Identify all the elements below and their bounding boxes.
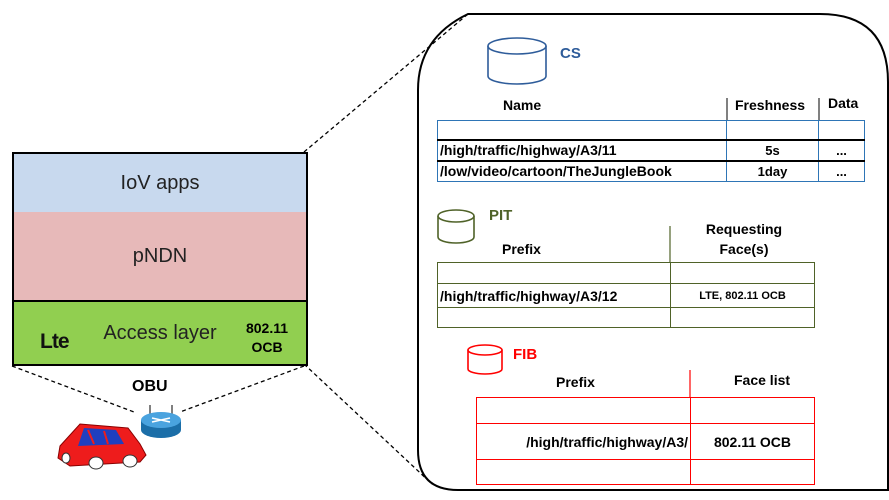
table-cell: /high/traffic/highway/A3/ (476, 423, 691, 460)
table-row: /high/traffic/highway/A3/11 5s ... (437, 138, 865, 161)
table-cell (437, 307, 671, 328)
database-icon (437, 209, 475, 244)
cs-table: /high/traffic/highway/A3/11 5s ... /low/… (437, 120, 865, 182)
table-row (437, 307, 815, 328)
table-cell: 1day (726, 159, 819, 182)
cs-header-freshness: Freshness (735, 97, 806, 113)
table-cell: /low/video/cartoon/TheJungleBook (437, 159, 727, 182)
pndn-layer: pNDN (12, 212, 308, 302)
database-icon (487, 37, 547, 85)
pit-header-faces: Requesting Face(s) (705, 221, 783, 257)
table-cell: 802.11 OCB (690, 423, 815, 460)
iov-apps-label: IoV apps (120, 171, 200, 194)
fib-header-prefix: Prefix (556, 374, 595, 390)
access-layer: Access layer (12, 302, 308, 366)
fib-table: /high/traffic/highway/A3/ 802.11 OCB (476, 397, 815, 485)
table-cell (437, 262, 671, 284)
fib-title: FIB (513, 346, 538, 363)
table-cell (476, 397, 691, 424)
ocb-label-line2: OCB (251, 339, 283, 355)
fib-header-face-list: Face list (734, 372, 791, 388)
pit-title: PIT (489, 207, 513, 224)
table-cell (690, 459, 815, 485)
table-cell: ... (818, 138, 865, 161)
node-container (417, 13, 889, 491)
car-icon (57, 423, 147, 470)
table-cell: /high/traffic/highway/A3/11 (437, 138, 727, 161)
access-layer-label: Access layer (103, 321, 217, 344)
table-row (437, 262, 815, 284)
table-row: /high/traffic/highway/A3/ 802.11 OCB (476, 423, 815, 460)
table-cell (670, 262, 815, 284)
iov-apps-layer: IoV apps (12, 152, 308, 214)
pndn-label: pNDN (132, 244, 188, 267)
zoom-line-bottom (303, 363, 433, 485)
table-cell: 5s (726, 138, 819, 161)
table-cell (818, 120, 865, 140)
table-cell (690, 397, 815, 424)
table-cell (437, 120, 727, 140)
ocb-label-line1: 802.11 (245, 320, 289, 336)
table-row (437, 120, 865, 140)
table-row: /low/video/cartoon/TheJungleBook 1day ..… (437, 159, 865, 182)
table-row (476, 397, 815, 424)
pit-header-prefix: Prefix (502, 241, 541, 257)
obu-line-right (179, 365, 305, 413)
pit-table: /high/traffic/highway/A3/12 LTE, 802.11 … (437, 262, 815, 328)
cs-header-name: Name (503, 97, 542, 113)
cs-header-data: Data (828, 95, 859, 111)
table-cell (670, 307, 815, 328)
table-row: /high/traffic/highway/A3/12 LTE, 802.11 … (437, 283, 815, 308)
router-icon (141, 405, 181, 438)
table-row (476, 459, 815, 485)
zoom-line-top (303, 13, 469, 153)
cs-title: CS (560, 45, 581, 62)
database-icon (467, 344, 503, 375)
table-cell (476, 459, 691, 485)
obu-label: OBU (132, 378, 168, 395)
table-cell (726, 120, 819, 140)
table-cell: LTE, 802.11 OCB (670, 283, 815, 308)
lte-logo: Lte (40, 330, 69, 353)
table-cell: /high/traffic/highway/A3/12 (437, 283, 671, 308)
table-cell: ... (818, 159, 865, 182)
obu-line-left (11, 365, 135, 413)
